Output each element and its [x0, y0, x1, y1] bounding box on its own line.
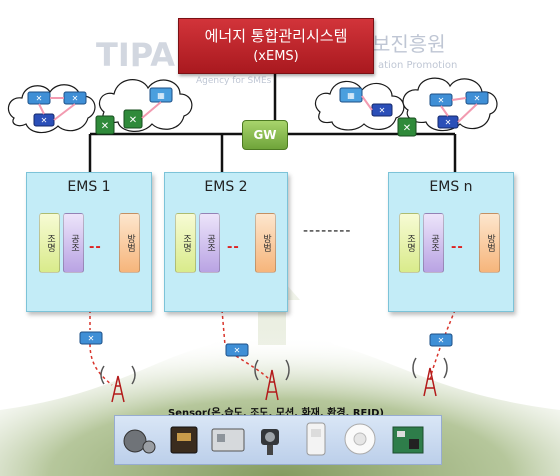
- ems-name: EMS n: [429, 179, 473, 195]
- switch-icon: ✕: [397, 117, 417, 137]
- router-icon: ▦: [149, 87, 173, 103]
- title-line-2: (xEMS): [253, 49, 299, 64]
- security-module: 방범: [479, 213, 500, 273]
- ems-unit-1: EMS 1 조명 공조 -- 방범: [26, 172, 152, 312]
- svg-text:✕: ✕: [379, 106, 386, 115]
- watermark-logo: TIPA: [96, 36, 176, 74]
- module-dash: --: [89, 240, 102, 255]
- sensor-device-icon: [306, 422, 326, 456]
- ems-unit-2: EMS 2 조명 공조 -- 방범: [164, 172, 288, 312]
- ems-name: EMS 2: [204, 179, 248, 195]
- router-icon: ✕: [63, 91, 87, 105]
- security-module: 방범: [255, 213, 276, 273]
- svg-text:✕: ✕: [72, 94, 79, 103]
- router-icon: ✕: [27, 91, 51, 105]
- title-line-1: 에너지 통합관리시스템: [204, 27, 348, 45]
- sensor-label: Sensor(온.습도, 조도, 모션, 화재, 환경, RFID): [168, 408, 384, 419]
- svg-text:✕: ✕: [474, 94, 481, 103]
- router-icon: ✕: [79, 331, 103, 345]
- svg-text:▦: ▦: [347, 91, 355, 100]
- ems-name: EMS 1: [67, 179, 111, 195]
- svg-text:✕: ✕: [438, 96, 445, 105]
- svg-text:✕: ✕: [101, 121, 109, 132]
- svg-text:✕: ✕: [88, 334, 95, 343]
- hvac-module: 공조: [423, 213, 444, 273]
- svg-text:✕: ✕: [36, 94, 43, 103]
- mesh-links: [38, 95, 478, 123]
- antenna-tower-icon: [100, 365, 136, 403]
- router-icon: ✕: [465, 91, 489, 105]
- ems-unit-n: EMS n 조명 공조 -- 방범: [388, 172, 514, 312]
- gateway-box: GW: [242, 120, 288, 150]
- watermark-english-2: Agency for SMEs: [196, 76, 272, 86]
- wireless-links: [89, 309, 456, 386]
- backbone-lines: [88, 72, 457, 172]
- antenna-tower-icon: [254, 359, 290, 401]
- switch-icon: ✕: [123, 109, 143, 129]
- module-dash: --: [227, 240, 240, 255]
- svg-text:▦: ▦: [157, 91, 165, 100]
- router-icon: ✕: [225, 343, 249, 357]
- sensor-device-icon: [261, 429, 279, 455]
- sensor-device-icon: [392, 426, 424, 454]
- switch-icon: ✕: [95, 115, 115, 135]
- svg-text:✕: ✕: [129, 115, 137, 126]
- security-module: 방범: [119, 213, 140, 273]
- watermark-korean: 보진흥원: [372, 32, 446, 56]
- router-icon: ✕: [371, 103, 393, 117]
- ellipsis-separator: --------: [303, 223, 352, 239]
- hvac-module: 공조: [199, 213, 220, 273]
- sensor-device-icon: [170, 426, 198, 454]
- router-icon: ✕: [429, 93, 453, 107]
- watermark-english-1: ation Promotion: [378, 60, 458, 71]
- antenna-tower-icon: [412, 357, 448, 397]
- svg-text:✕: ✕: [445, 118, 452, 127]
- svg-text:✕: ✕: [403, 123, 411, 134]
- xems-title-box: 에너지 통합관리시스템 (xEMS): [178, 18, 374, 74]
- svg-text:✕: ✕: [234, 346, 241, 355]
- router-icon: ✕: [33, 113, 55, 127]
- router-icon: ✕: [429, 333, 453, 347]
- module-dash: --: [451, 240, 464, 255]
- lighting-module: 조명: [39, 213, 60, 273]
- sensor-device-strip: [114, 415, 442, 465]
- svg-text:✕: ✕: [438, 336, 445, 345]
- svg-text:✕: ✕: [41, 116, 48, 125]
- sensor-device-icon: [211, 428, 245, 452]
- sensor-device-icon: [123, 429, 156, 454]
- lighting-module: 조명: [175, 213, 196, 273]
- sensor-device-icon: [344, 423, 376, 455]
- router-icon: ✕: [437, 115, 459, 129]
- router-icon: ▦: [339, 87, 363, 103]
- lighting-module: 조명: [399, 213, 420, 273]
- hvac-module: 공조: [63, 213, 84, 273]
